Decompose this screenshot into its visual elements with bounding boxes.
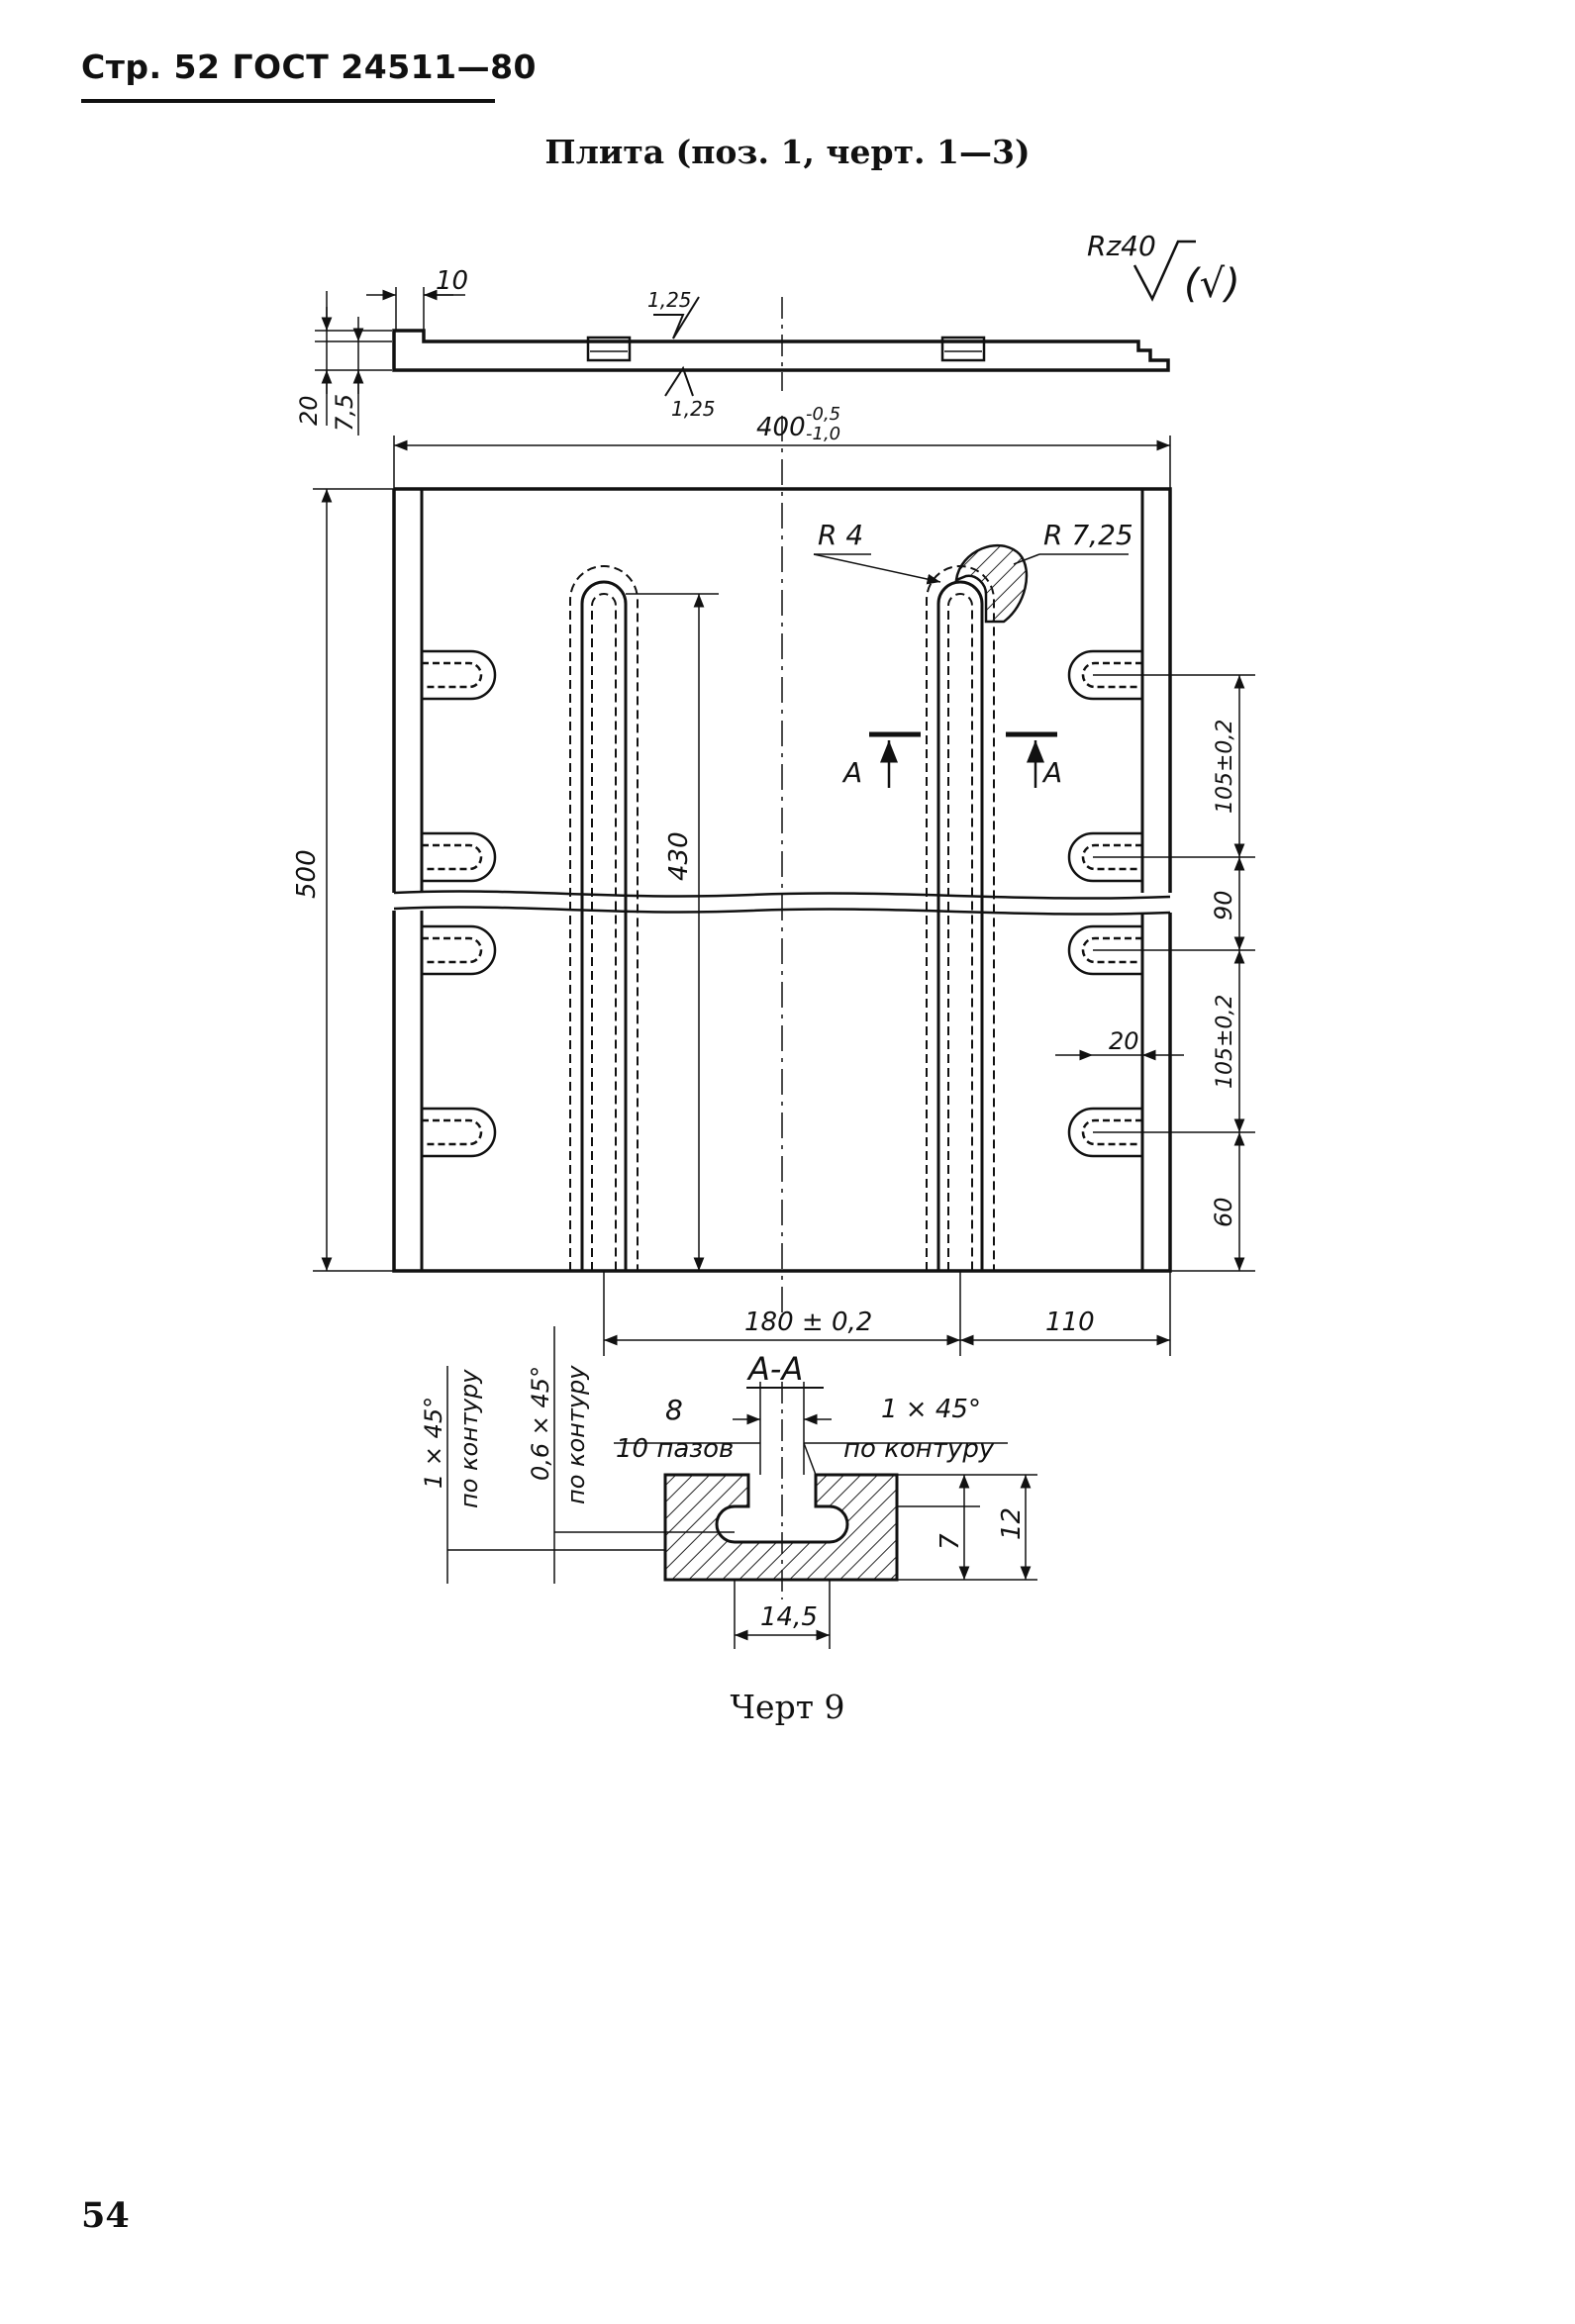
dim-length-400: 400 [756, 413, 806, 442]
plan-dimensions [313, 436, 1255, 1356]
dim-height-500: 500 [292, 849, 322, 899]
header-rule [81, 99, 495, 103]
dim-pitch-105-b: 105±0,2 [1213, 995, 1237, 1089]
dim-radius-r7-25: R 7,25 [1043, 519, 1133, 551]
dim-edge-110: 110 [1045, 1307, 1095, 1337]
dim-top-10: 10 [436, 266, 468, 296]
roughness-value: Rz40 [1087, 230, 1156, 262]
dim-pitch-90: 90 [1210, 890, 1237, 920]
roughness-check: (√) [1184, 261, 1240, 307]
drawing-caption: Плита (поз. 1, черт. 1—3) [544, 133, 1031, 171]
dim-chamfer-mid-note: по контуру [562, 1365, 590, 1504]
dim-radius-r4: R 4 [818, 519, 863, 551]
dim-chamfer-left: 1 × 45° [420, 1397, 447, 1489]
side-view [315, 287, 1170, 436]
dim-chamfer-left-note: по контуру [455, 1369, 483, 1508]
dim-spacing-180: 180 ± 0,2 [744, 1307, 872, 1337]
dim-slot-430: 430 [664, 831, 694, 881]
dim-chamfer-mid: 0,6 × 45° [527, 1366, 554, 1481]
header-page-label: 52 [173, 48, 221, 86]
dim-tol-upper: -0,5 [806, 404, 840, 425]
section-mark-left: A [841, 756, 862, 789]
dim-surface-bottom: 1,25 [671, 397, 716, 421]
dim-tol-lower: -1,0 [806, 424, 840, 444]
header-standard: ГОСТ [232, 48, 330, 86]
dim-width-14-5: 14,5 [760, 1602, 818, 1632]
dim-pitch-105-a: 105±0,2 [1213, 720, 1237, 814]
dim-slot-count: 10 пазов [616, 1434, 734, 1464]
figure-caption: Черт 9 [730, 1688, 845, 1726]
dim-edge-20: 20 [1109, 1027, 1139, 1055]
dim-step-7-5: 7,5 [331, 394, 358, 432]
dim-depth-7: 7 [935, 1533, 965, 1550]
dim-thickness-20: 20 [295, 395, 323, 426]
section-a-a [446, 1326, 1037, 1649]
roughness-symbol [1132, 240, 1196, 302]
header-page-prefix: Стр. [81, 48, 162, 86]
page-header: Стр. 52 ГОСТ 24511—80 [81, 48, 537, 86]
header-standard-number: 24511—80 [341, 48, 537, 86]
dim-chamfer-right: 1 × 45° [881, 1395, 981, 1424]
drawing-labels: Rz40 (√) 10 1,25 1,25 20 7,5 400 -0,5 -1… [292, 230, 1240, 1632]
dim-slot-width-8: 8 [665, 1394, 683, 1426]
section-mark-right: A [1041, 756, 1062, 789]
section-title: A-A [746, 1350, 803, 1388]
page-number: 54 [81, 2195, 130, 2236]
dim-chamfer-right-note: по контуру [843, 1434, 995, 1464]
dim-surface-top: 1,25 [647, 288, 692, 312]
dim-edge-60: 60 [1210, 1197, 1237, 1227]
plan-view [392, 416, 1172, 1316]
dim-depth-12: 12 [997, 1507, 1027, 1540]
